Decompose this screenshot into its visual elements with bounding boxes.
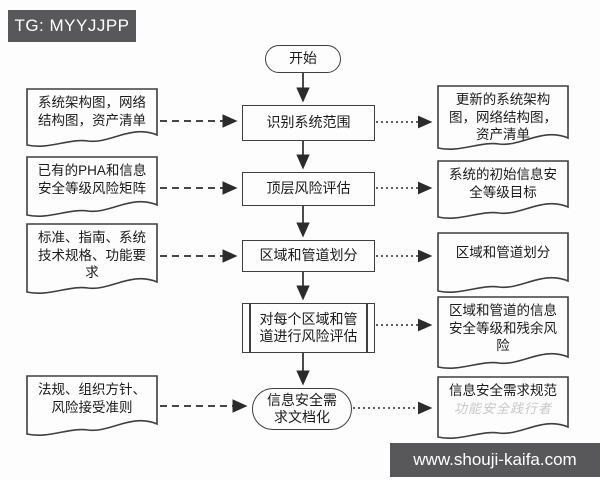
doc-label: 系统架构图，网络结构图，资产清单 — [38, 95, 146, 128]
doc-label: 系统的初始信息安全等级目标 — [449, 167, 557, 200]
channel-badge: TG: MYYJJPP — [8, 10, 136, 42]
site-watermark-bar: www.shouji-kaifa.com — [390, 443, 600, 477]
doc-output-initial-security-targets: 系统的初始信息安全等级目标 — [437, 160, 569, 220]
process-identify-scope: 识别系统范围 — [242, 105, 375, 141]
doc-input-regulations: 法规、组织方针、风险接受准则 — [26, 375, 158, 437]
doc-label: 区域和管道划分 — [455, 245, 551, 260]
process-zone-risk-assessment: 对每个区域和管道进行风险评估 — [242, 303, 375, 353]
doc-label: 已有的PHA和信息安全等级风险矩阵 — [37, 163, 147, 196]
doc-label: 信息安全需求规范 功能安全践行者 — [437, 376, 569, 417]
process-top-risk-assessment: 顶层风险评估 — [242, 172, 375, 206]
doc-output-security-requirements-spec: 信息安全需求规范 功能安全践行者 — [437, 376, 569, 440]
doc-input-architecture: 系统架构图，网络结构图，资产清单 — [26, 88, 158, 148]
end-node-document-requirements: 信息安全需求文档化 — [252, 388, 352, 430]
start-node: 开始 — [265, 45, 341, 73]
doc-label: 标准、指南、系统技术规格、功能要求 — [38, 230, 146, 281]
doc-label: 区域和管道的信息安全等级和残余风险 — [449, 303, 557, 354]
embedded-watermark-text: 功能安全践行者 — [453, 400, 552, 416]
doc-output-residual-risk: 区域和管道的信息安全等级和残余风险 — [437, 296, 569, 370]
doc-output-zone-partition: 区域和管道划分 — [437, 232, 569, 294]
process-zone-conduit-partition: 区域和管道划分 — [242, 240, 375, 272]
doc-label: 更新的系统架构图，网络结构图，资产清单 — [449, 92, 557, 143]
doc-output-updated-architecture: 更新的系统架构图，网络结构图，资产清单 — [437, 85, 569, 151]
doc-label: 法规、组织方针、风险接受准则 — [38, 382, 146, 415]
doc-input-standards: 标准、指南、系统技术规格、功能要求 — [26, 223, 158, 295]
doc-input-pha-matrix: 已有的PHA和信息安全等级风险矩阵 — [26, 156, 158, 218]
doc-label-text: 信息安全需求规范 — [449, 383, 557, 398]
